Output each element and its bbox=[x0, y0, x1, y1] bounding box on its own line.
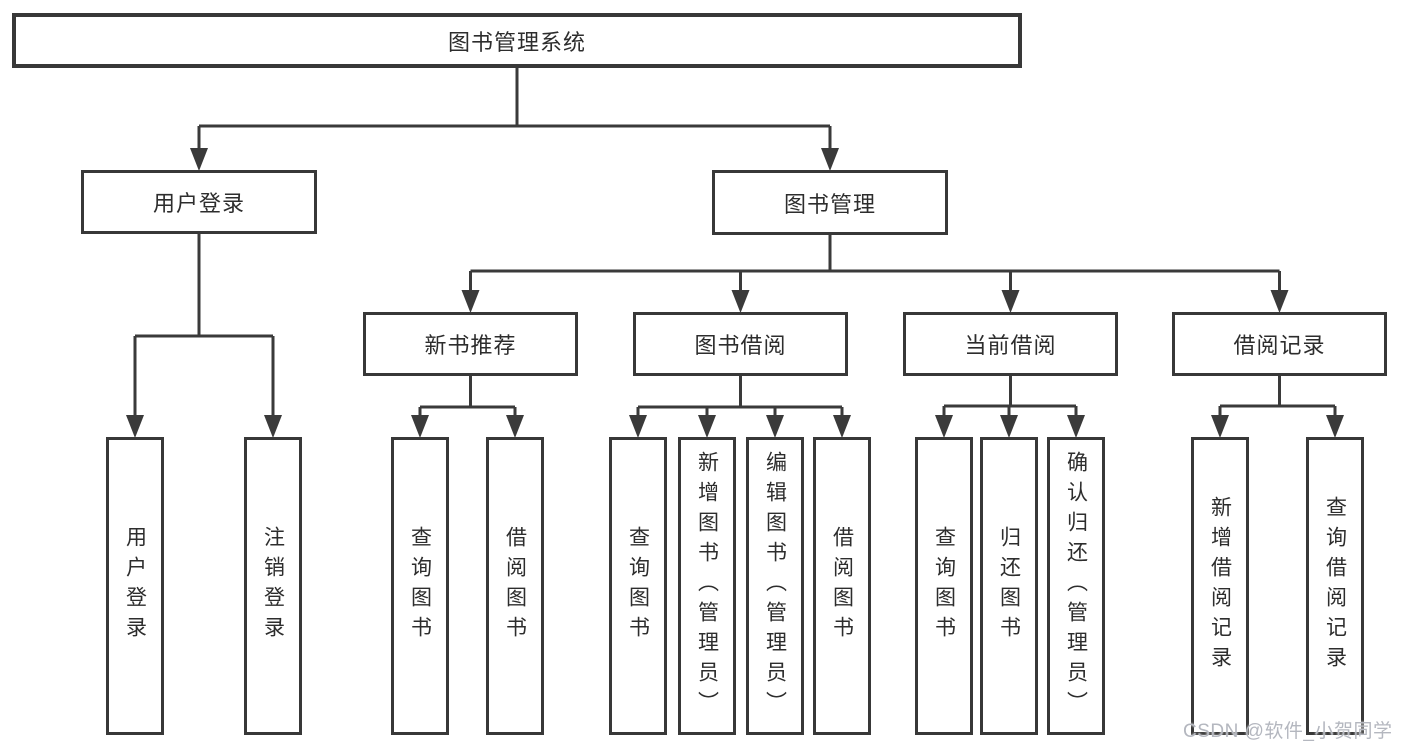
node-label-cb-return: 归还图书 bbox=[997, 526, 1021, 646]
node-current-borrow: 当前借阅 bbox=[903, 312, 1118, 376]
node-bb-query: 查询图书 bbox=[609, 437, 667, 735]
node-br-add: 新增借阅记录 bbox=[1191, 437, 1249, 735]
node-label-borrow-records: 借阅记录 bbox=[1233, 333, 1326, 358]
arrowhead-icon bbox=[1001, 290, 1020, 313]
arrowhead-icon bbox=[935, 415, 953, 438]
node-label-book-mgmt: 图书管理 bbox=[783, 191, 876, 217]
node-label-book-borrow: 图书借阅 bbox=[694, 333, 787, 358]
arrowhead-icon bbox=[1067, 415, 1085, 438]
node-bb-add: 新增图书（管理员） bbox=[678, 437, 736, 735]
node-label-user-login: 用户登录 bbox=[152, 191, 245, 216]
node-nb-borrow: 借阅图书 bbox=[486, 437, 544, 735]
arrowhead-icon bbox=[629, 415, 647, 438]
node-label-nb-borrow: 借阅图书 bbox=[503, 526, 527, 646]
node-label-bb-edit: 编辑图书（管理员） bbox=[763, 451, 787, 721]
arrowhead-icon bbox=[698, 415, 716, 438]
arrowhead-icon bbox=[1270, 290, 1289, 313]
node-label-br-add: 新增借阅记录 bbox=[1208, 496, 1232, 676]
node-book-mgmt: 图书管理 bbox=[712, 170, 948, 235]
arrowhead-icon bbox=[821, 148, 839, 171]
node-new-book-rec: 新书推荐 bbox=[363, 312, 578, 376]
arrowhead-icon bbox=[1000, 415, 1018, 438]
node-bb-edit: 编辑图书（管理员） bbox=[746, 437, 804, 735]
node-label-cb-query: 查询图书 bbox=[932, 526, 956, 646]
arrowhead-icon bbox=[731, 290, 750, 313]
node-label-root: 图书管理系统 bbox=[447, 29, 586, 55]
node-cb-query: 查询图书 bbox=[915, 437, 973, 735]
node-book-borrow: 图书借阅 bbox=[633, 312, 848, 376]
arrowhead-icon bbox=[833, 415, 851, 438]
arrowhead-icon bbox=[1211, 415, 1229, 438]
node-ul-logout: 注销登录 bbox=[244, 437, 302, 735]
node-label-new-book-rec: 新书推荐 bbox=[424, 333, 517, 358]
node-label-br-query: 查询借阅记录 bbox=[1323, 496, 1347, 676]
node-label-ul-login: 用户登录 bbox=[123, 526, 147, 646]
node-label-cb-confirm: 确认归还（管理员） bbox=[1064, 451, 1088, 721]
node-cb-confirm: 确认归还（管理员） bbox=[1047, 437, 1105, 735]
node-root: 图书管理系统 bbox=[12, 13, 1022, 68]
arrowhead-icon bbox=[126, 415, 144, 438]
arrowhead-icon bbox=[264, 415, 282, 438]
node-label-bb-query: 查询图书 bbox=[626, 526, 650, 646]
node-label-nb-query: 查询图书 bbox=[408, 526, 432, 646]
node-ul-login: 用户登录 bbox=[106, 437, 164, 735]
watermark: CSDN @软件_小贺同学 bbox=[1183, 721, 1393, 742]
node-bb-borrow: 借阅图书 bbox=[813, 437, 871, 735]
arrowhead-icon bbox=[1326, 415, 1344, 438]
arrowhead-icon bbox=[190, 148, 208, 171]
arrowhead-icon bbox=[506, 415, 524, 438]
arrowhead-icon bbox=[766, 415, 784, 438]
node-user-login: 用户登录 bbox=[81, 170, 317, 234]
node-borrow-records: 借阅记录 bbox=[1172, 312, 1387, 376]
node-label-bb-add: 新增图书（管理员） bbox=[695, 451, 719, 721]
arrowhead-icon bbox=[461, 290, 480, 313]
arrowhead-icon bbox=[411, 415, 429, 438]
node-label-ul-logout: 注销登录 bbox=[261, 526, 285, 646]
node-cb-return: 归还图书 bbox=[980, 437, 1038, 735]
node-label-current-borrow: 当前借阅 bbox=[964, 333, 1057, 358]
node-nb-query: 查询图书 bbox=[391, 437, 449, 735]
node-br-query: 查询借阅记录 bbox=[1306, 437, 1364, 735]
node-label-bb-borrow: 借阅图书 bbox=[830, 526, 854, 646]
